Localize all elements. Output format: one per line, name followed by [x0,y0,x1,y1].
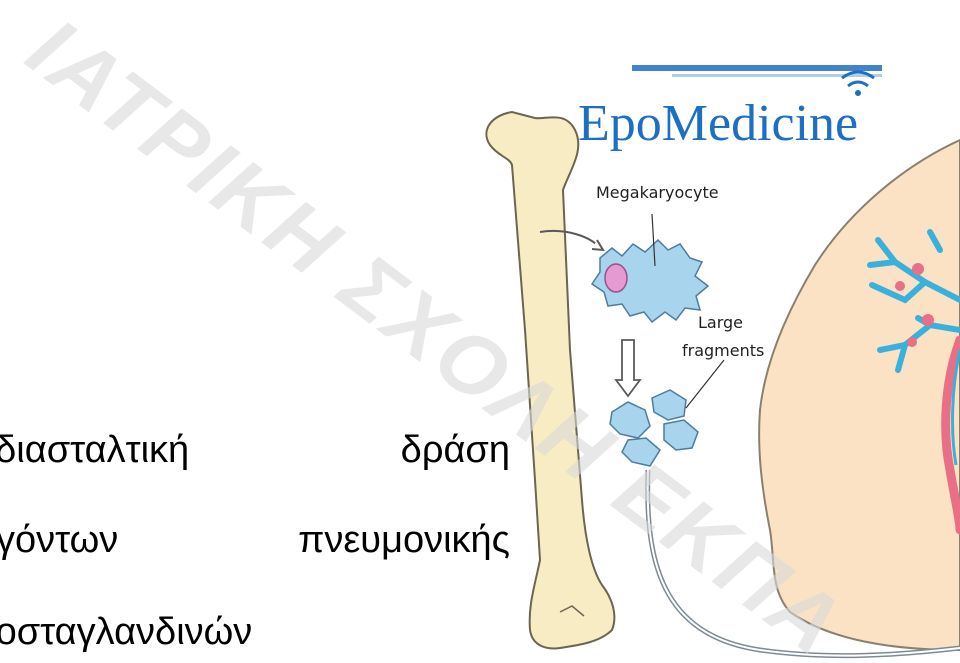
fragmentation-arrow [616,340,640,396]
text-line-2: αγόντων πνευμονικής [0,518,510,562]
text-line-2-left: αγόντων [0,518,118,562]
text-line-1: οδιασταλτική δράση [0,428,510,472]
text-line-3-text: ροσταγλανδινών [0,611,252,653]
text-line-1-left: οδιασταλτική [0,428,189,472]
logo-epo: Epo [578,95,662,152]
logo-medicine: Medicine [662,95,858,152]
label-large: Large [698,313,743,332]
megakaryocyte-nucleus [605,264,627,292]
epomedicine-logo: EpoMedicine [578,65,882,152]
platelet-fragments [610,390,698,466]
lung-shape [759,140,960,650]
text-line-3: ροσταγλανδινών [0,610,510,654]
text-line-1-right: δράση [401,428,510,472]
label-megakaryocyte: Megakaryocyte [596,183,719,202]
svg-text:EpoMedicine: EpoMedicine [578,95,858,152]
label-fragments: fragments [682,341,764,360]
text-line-2-right: πνευμονικής [298,518,510,562]
